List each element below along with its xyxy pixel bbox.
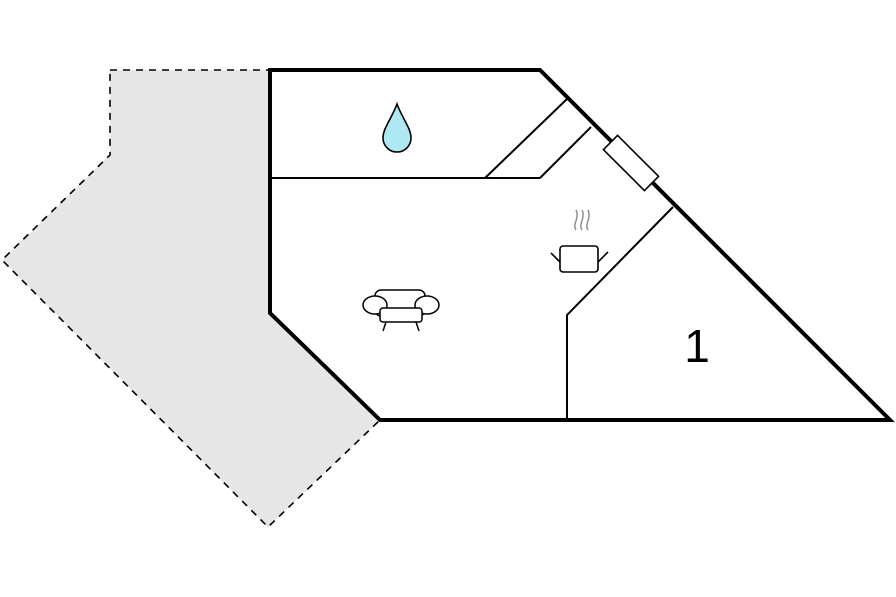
cooking-pot-icon xyxy=(550,209,609,273)
house-floor xyxy=(270,70,890,420)
room-label-bedroom: 1 xyxy=(684,320,710,372)
exterior-walls xyxy=(268,68,895,422)
interior-walls xyxy=(270,98,674,420)
sofa-icon xyxy=(362,289,440,332)
water-drop-icon xyxy=(382,101,412,153)
window-icon xyxy=(602,134,660,192)
